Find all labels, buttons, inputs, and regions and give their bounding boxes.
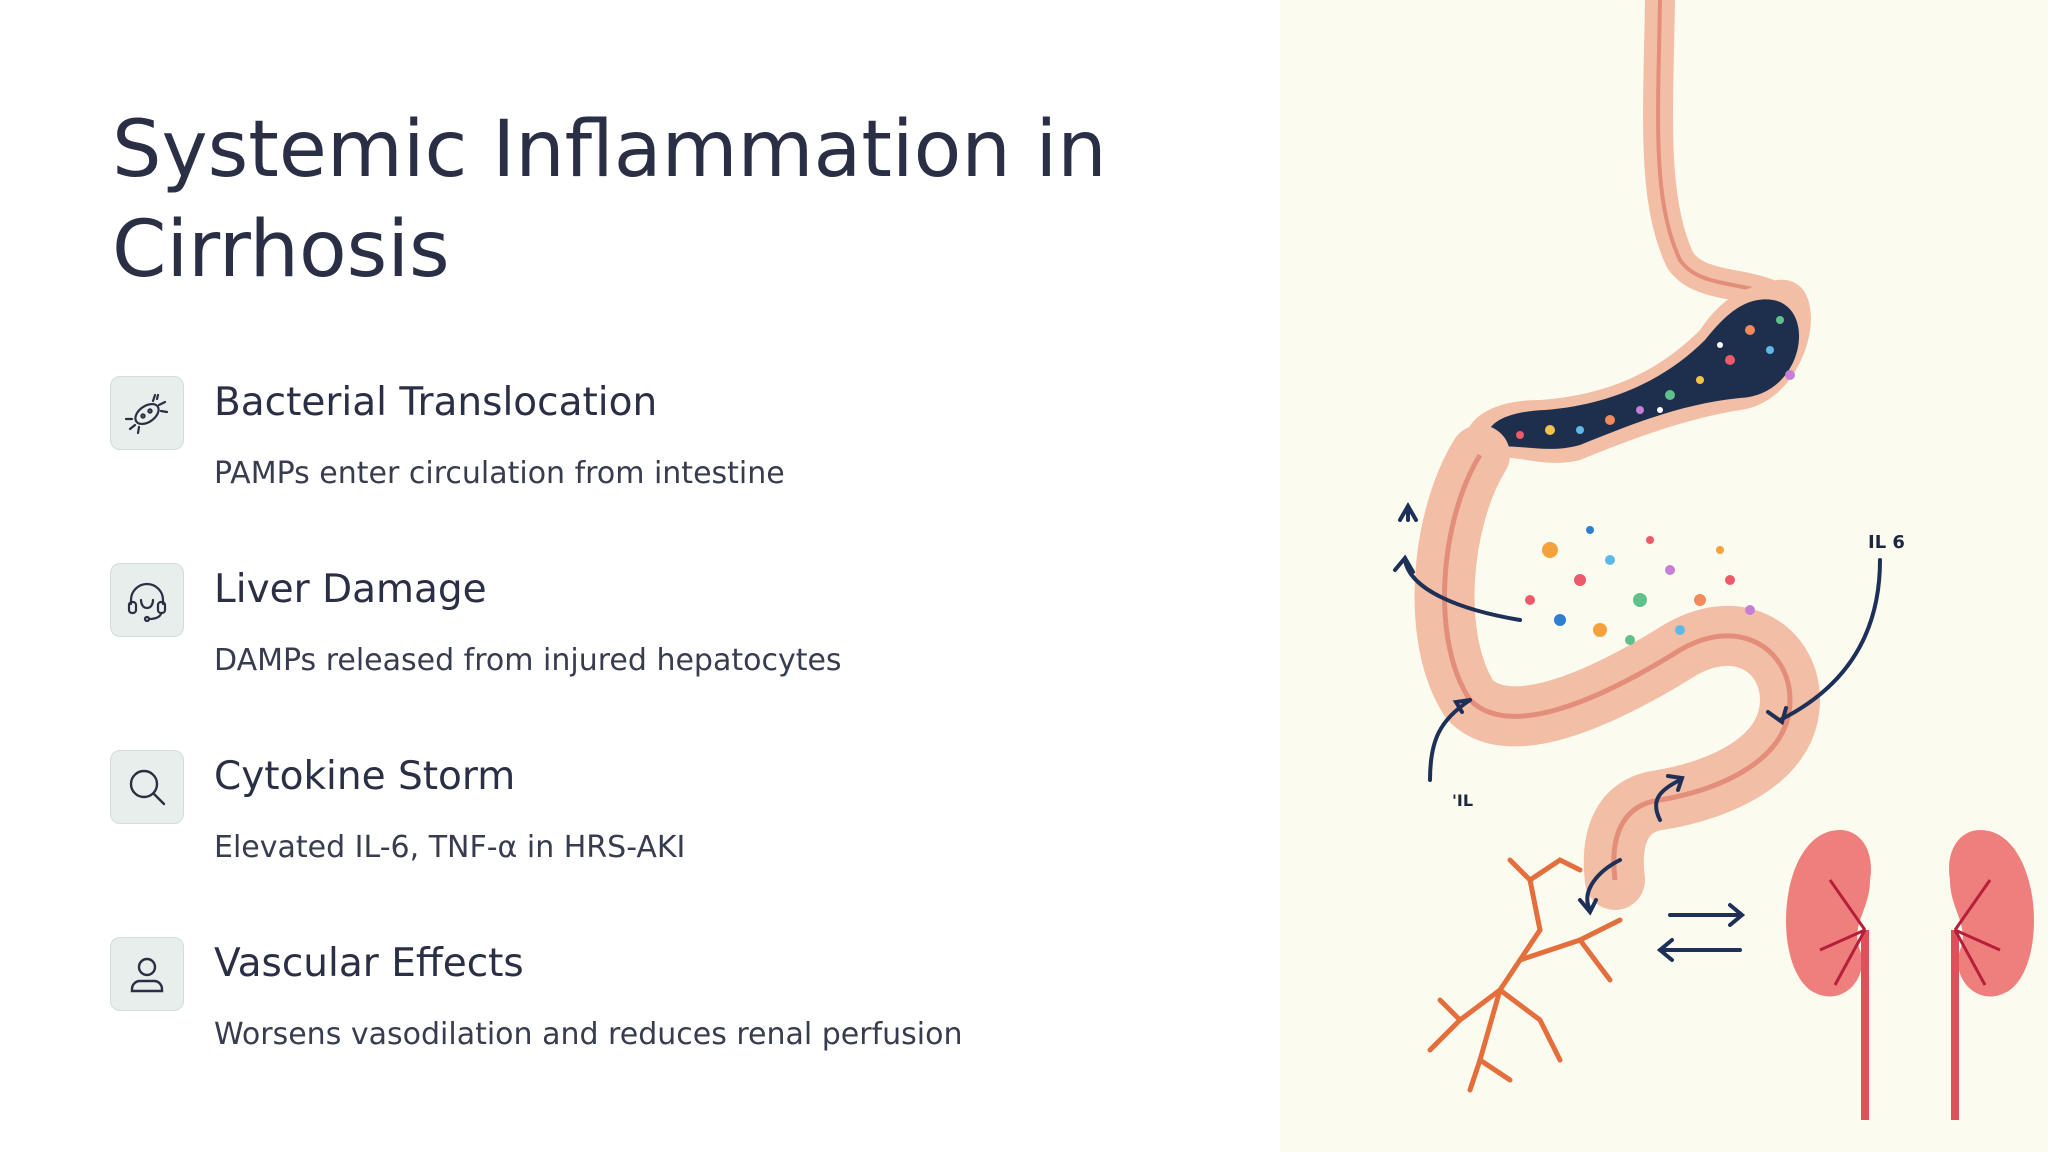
search-icon xyxy=(110,750,184,824)
microbiota-dots xyxy=(1516,316,1795,439)
item-title: Liver Damage xyxy=(214,567,487,612)
kidneys xyxy=(1786,830,2034,1120)
translocated-particles xyxy=(1525,526,1755,645)
list-item: Bacterial Translocation PAMPs enter circ… xyxy=(110,376,1210,563)
item-title: Vascular Effects xyxy=(214,941,524,986)
stomach-lumen xyxy=(1487,299,1800,449)
cytokine-label-left: 'IL xyxy=(1452,791,1473,810)
item-description: Worsens vasodilation and reduces renal p… xyxy=(214,1017,963,1052)
bacteria-icon xyxy=(110,376,184,450)
item-title: Cytokine Storm xyxy=(214,754,516,799)
gut-kidney-illustration: IL 6 'IL xyxy=(1280,0,2048,1152)
item-description: DAMPs released from injured hepatocytes xyxy=(214,643,842,678)
illustration-canvas: IL 6 'IL xyxy=(1393,0,2034,1120)
list-item: Vascular Effects Worsens vasodilation an… xyxy=(110,937,1210,1124)
list-item: Cytokine Storm Elevated IL-6, TNF-α in H… xyxy=(110,750,1210,937)
item-description: PAMPs enter circulation from intestine xyxy=(214,456,785,491)
page-title: Systemic Inflammation in Cirrhosis xyxy=(112,105,1107,295)
item-list: Bacterial Translocation PAMPs enter circ… xyxy=(110,376,1210,1124)
inflammation-arrows xyxy=(1393,501,1882,962)
item-title: Bacterial Translocation xyxy=(214,380,658,425)
list-item: Liver Damage DAMPs released from injured… xyxy=(110,563,1210,750)
person-icon xyxy=(110,937,184,1011)
vessel-tree xyxy=(1427,857,1623,1093)
item-description: Elevated IL-6, TNF-α in HRS-AKI xyxy=(214,830,686,865)
cytokine-label-right: IL 6 xyxy=(1868,532,1905,553)
small-intestine xyxy=(1414,425,1821,910)
liver-headset-icon xyxy=(110,563,184,637)
